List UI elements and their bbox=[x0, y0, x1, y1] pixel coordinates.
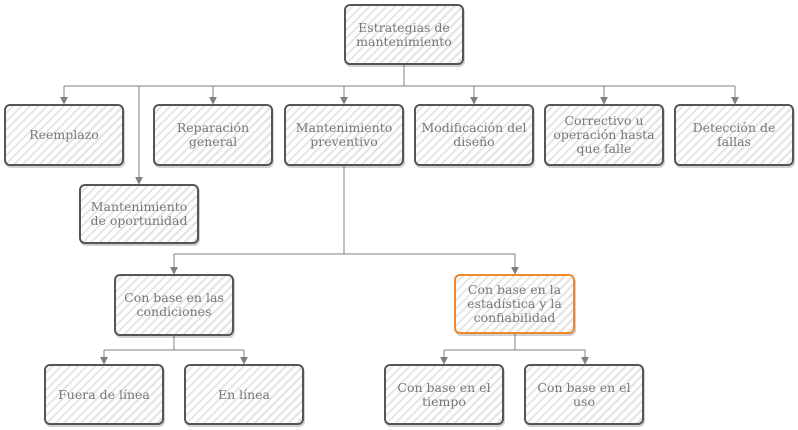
node-estadistica[interactable]: Con base en la estadística y la confiabi… bbox=[454, 274, 575, 334]
node-root[interactable]: Estrategias de mantenimiento bbox=[344, 4, 464, 65]
node-modificacion[interactable]: Modificación del diseño bbox=[414, 104, 534, 166]
node-modificacion-label: Modificación del diseño bbox=[421, 120, 527, 149]
node-tiempo[interactable]: Con base en el tiempo bbox=[384, 364, 504, 425]
node-reparacion-label: Reparación general bbox=[176, 120, 250, 149]
node-fuera-linea[interactable]: Fuera de línea bbox=[44, 364, 164, 425]
node-reparacion[interactable]: Reparación general bbox=[153, 104, 273, 166]
node-en-linea-label: En línea bbox=[217, 386, 271, 402]
node-reemplazo[interactable]: Reemplazo bbox=[4, 104, 124, 166]
node-fuera-linea-label: Fuera de línea bbox=[58, 386, 150, 402]
node-en-linea[interactable]: En línea bbox=[184, 364, 304, 425]
node-correctivo-label: Correctivo u operación hasta que falle bbox=[553, 113, 655, 156]
node-tiempo-label: Con base en el tiempo bbox=[397, 379, 491, 409]
node-oportunidad-label: Mantenimiento de oportunidad bbox=[90, 199, 188, 228]
node-estadistica-label: Con base en la estadística y la confiabi… bbox=[467, 282, 562, 325]
node-deteccion[interactable]: Detección de fallas bbox=[674, 104, 794, 166]
node-oportunidad[interactable]: Mantenimiento de oportunidad bbox=[79, 184, 199, 244]
node-uso-label: Con base en el uso bbox=[537, 379, 631, 409]
node-condiciones[interactable]: Con base en las condiciones bbox=[114, 274, 234, 336]
node-root-label: Estrategias de mantenimiento bbox=[356, 19, 452, 49]
node-deteccion-label: Detección de fallas bbox=[692, 120, 776, 149]
node-correctivo[interactable]: Correctivo u operación hasta que falle bbox=[544, 104, 664, 166]
node-condiciones-label: Con base en las condiciones bbox=[124, 290, 224, 319]
node-preventivo[interactable]: Mantenimiento preventivo bbox=[284, 104, 404, 166]
node-reemplazo-label: Reemplazo bbox=[29, 127, 99, 142]
node-preventivo-label: Mantenimiento preventivo bbox=[295, 120, 393, 149]
node-uso[interactable]: Con base en el uso bbox=[524, 364, 644, 425]
